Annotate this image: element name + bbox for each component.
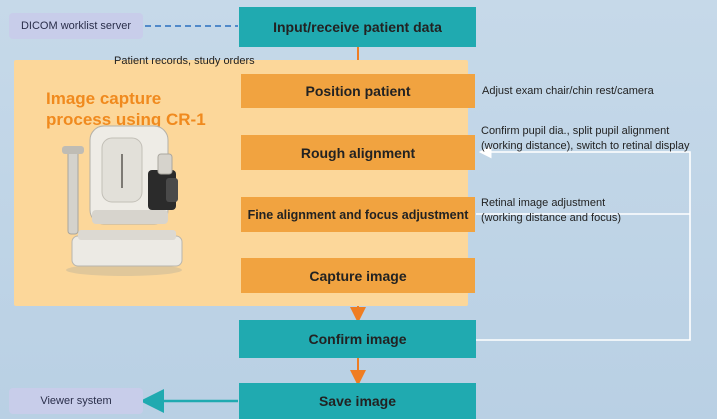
- note-rough-alignment-line2: (working distance), switch to retinal di…: [481, 140, 690, 152]
- step-label: Confirm image: [308, 331, 407, 347]
- step-confirm-image: Confirm image: [239, 320, 476, 358]
- note-patient-records: Patient records, study orders: [114, 55, 255, 67]
- fundus-camera-icon: [62, 125, 183, 276]
- step-label: Capture image: [309, 267, 407, 284]
- note-position-patient: Adjust exam chair/chin rest/camera: [482, 85, 654, 97]
- feedback-loop-arrow: [476, 145, 691, 341]
- note-rough-alignment-line1: Confirm pupil dia., split pupil alignmen…: [481, 125, 670, 137]
- step-label: Rough alignment: [300, 144, 416, 161]
- step-label: Input/receive patient data: [273, 19, 442, 35]
- step-label: Position patient: [305, 83, 411, 99]
- step-position-patient: Position patient: [241, 74, 475, 108]
- panel-title-line1: Image capture: [46, 89, 162, 108]
- step-input-patient-data: Input/receive patient data: [239, 7, 476, 47]
- viewer-system-label: Viewer system: [40, 395, 112, 407]
- step-save-image: Save image: [239, 383, 476, 419]
- dicom-worklist-server-box: DICOM worklist server: [9, 13, 143, 39]
- note-fine-alignment-line2: (working distance and focus): [481, 212, 622, 224]
- panel-title-line2: process using CR-1: [46, 110, 206, 129]
- panel-title: Image capture process using CR-1: [46, 88, 236, 130]
- step-fine-alignment: Fine alignment and focus adjustment: [241, 197, 475, 232]
- dicom-worklist-server-label: DICOM worklist server: [20, 20, 131, 32]
- step-capture-image: Capture image: [241, 258, 475, 293]
- note-fine-alignment-line1: Retinal image adjustment: [481, 197, 606, 209]
- viewer-system-box: Viewer system: [9, 388, 143, 414]
- step-rough-alignment: Rough alignment: [241, 135, 475, 170]
- step-label: Save image: [318, 393, 397, 409]
- step-label: Fine alignment and focus adjustment: [247, 207, 469, 222]
